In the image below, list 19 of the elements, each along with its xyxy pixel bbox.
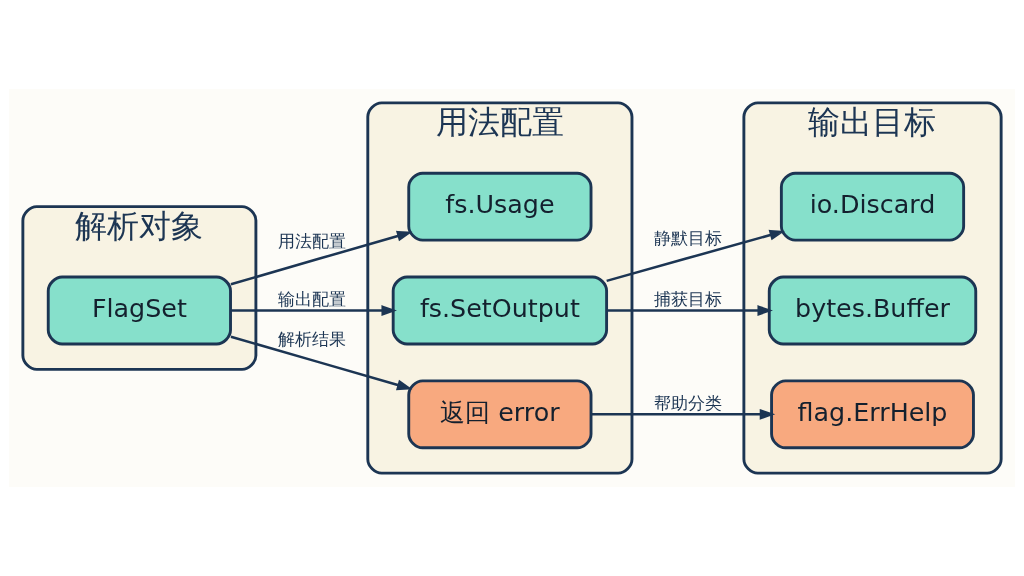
edge-label: 解析结果: [277, 329, 346, 350]
edge-label: 帮助分类: [653, 392, 722, 413]
edge-label: 捕获目标: [653, 288, 722, 309]
edge-label: 静默目标: [653, 227, 722, 248]
arrow: [230, 335, 413, 391]
node-box: fs.Usage: [407, 171, 593, 242]
arrow: [230, 230, 413, 286]
arrow: [606, 229, 785, 283]
node-box: fs.SetOutput: [391, 275, 609, 346]
node-box: io.Discard: [779, 171, 966, 242]
arrow: [230, 305, 397, 316]
node-box: FlagSet: [46, 275, 232, 346]
node-box: flag.ErrHelp: [770, 379, 975, 450]
edge-label: 输出配置: [277, 288, 346, 309]
node-box: 返回 error: [407, 379, 593, 450]
node-box: bytes.Buffer: [767, 275, 978, 346]
arrow: [606, 305, 773, 316]
edge-label: 用法配置: [277, 231, 346, 252]
arrow: [591, 408, 776, 420]
